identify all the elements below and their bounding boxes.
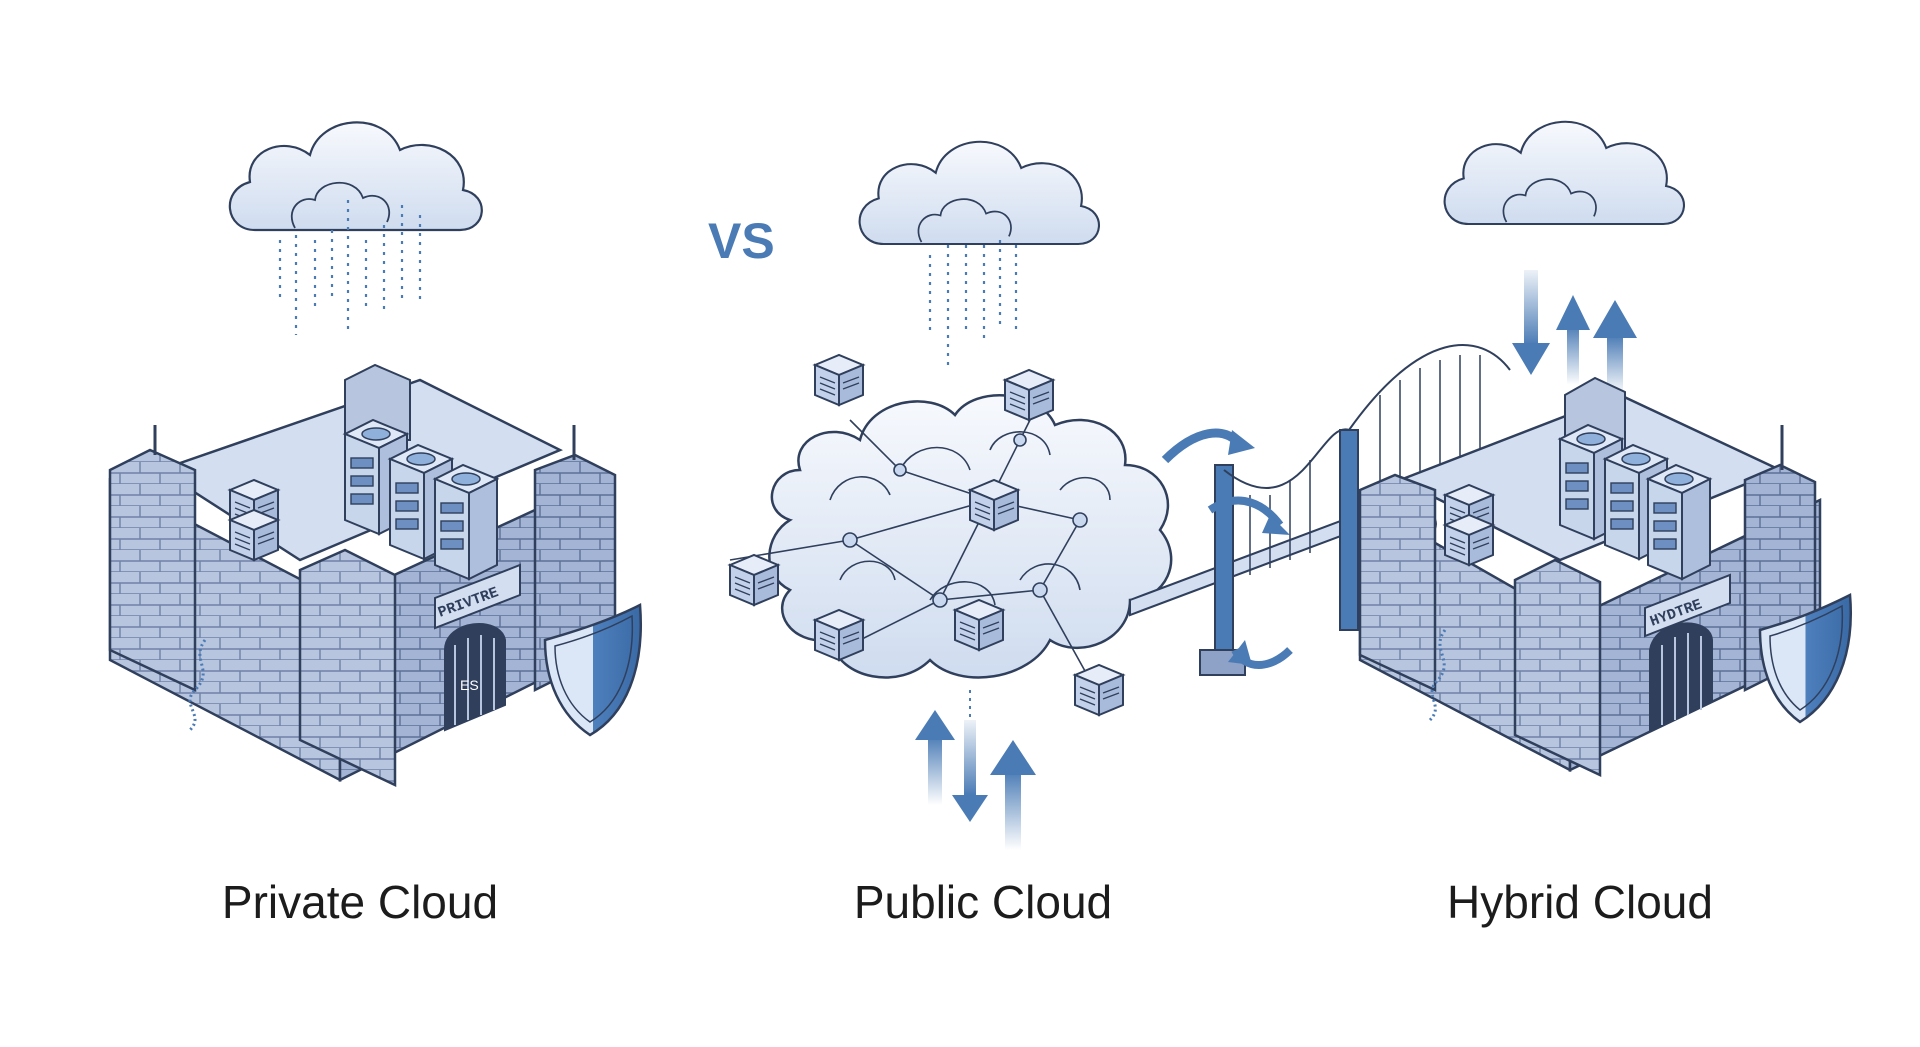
vine-icon <box>188 639 207 732</box>
private-cloud-panel: PRIVTRE ES <box>108 121 642 787</box>
hybrid-cloud-caption: Hybrid Cloud <box>1447 876 1713 928</box>
rain-lines <box>928 240 1018 365</box>
public-cloud-panel <box>729 140 1173 850</box>
cloud-icon <box>858 140 1101 246</box>
vine-icon <box>1428 629 1447 722</box>
vs-label: VS <box>708 213 775 269</box>
network-cloud-icon <box>729 394 1173 681</box>
hybrid-cloud-panel: HYDTRE <box>1358 120 1852 777</box>
cloud-icon <box>228 121 483 232</box>
cloud-icon <box>1443 120 1686 226</box>
shield-icon <box>543 603 642 737</box>
shield-icon <box>1758 593 1852 724</box>
private-gate-text: ES <box>460 677 479 693</box>
private-cloud-caption: Private Cloud <box>222 876 498 928</box>
rain-lines <box>278 200 422 335</box>
public-cloud-caption: Public Cloud <box>854 876 1112 928</box>
arrow-icon <box>915 690 1036 850</box>
arrow-icon <box>1512 270 1637 395</box>
